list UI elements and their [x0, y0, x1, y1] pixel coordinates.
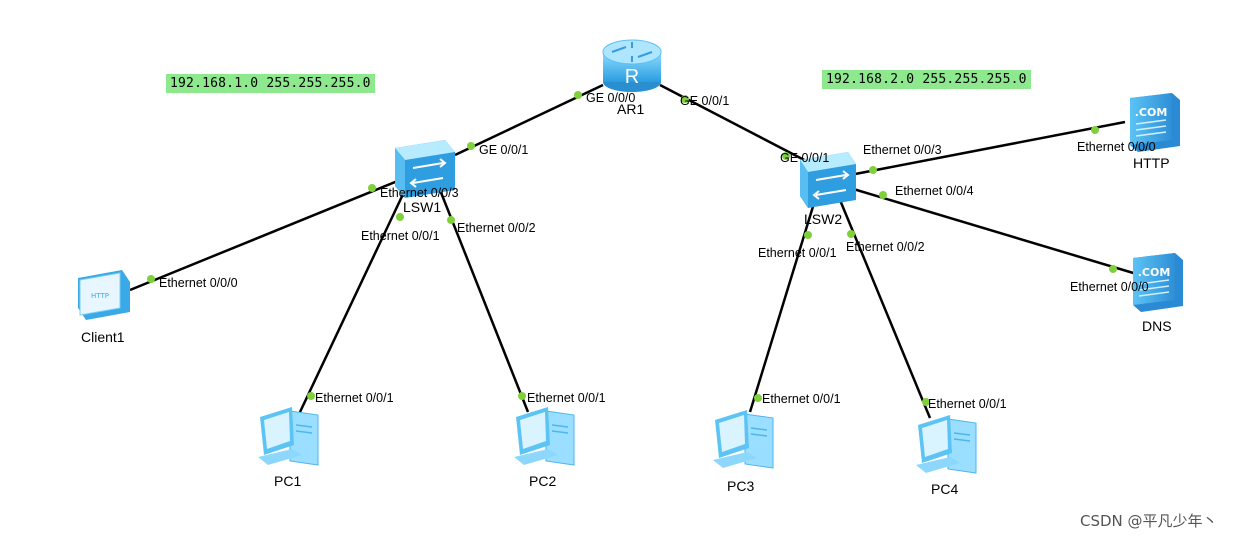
port-label: Ethernet 0/0/1: [315, 391, 394, 405]
svg-text:R: R: [625, 66, 639, 88]
switch-icon[interactable]: [800, 152, 856, 208]
network-label-left: 192.168.1.0 255.255.255.0: [166, 74, 375, 93]
server-icon[interactable]: .COM: [1130, 93, 1180, 152]
watermark: CSDN @平凡少年丶: [1080, 512, 1218, 530]
port-label: Ethernet 0/0/0: [159, 276, 238, 290]
port-label: Ethernet 0/0/1: [758, 246, 837, 260]
link-lsw1-pc2: [438, 189, 530, 413]
port-dot: [467, 142, 475, 150]
link-lsw2-pc4: [838, 199, 932, 419]
device-label-pc1: PC1: [274, 473, 302, 489]
port-label: GE 0/0/1: [680, 94, 730, 108]
pc-icon[interactable]: [713, 410, 774, 469]
port-label: GE 0/0/1: [479, 143, 529, 157]
server-icon[interactable]: .COM: [1133, 253, 1183, 312]
device-label-pc4: PC4: [931, 481, 959, 497]
device-label-client1: Client1: [81, 329, 125, 345]
port-label: Ethernet 0/0/1: [527, 391, 606, 405]
svg-text:.COM: .COM: [1135, 106, 1168, 119]
link-lsw2-dns: [849, 186, 1141, 277]
port-dot: [782, 152, 790, 160]
port-label: Ethernet 0/0/1: [762, 392, 841, 406]
device-label-lsw2: LSW2: [804, 211, 843, 227]
port-label: Ethernet 0/0/2: [457, 221, 536, 235]
link-lsw1-pc1: [298, 189, 407, 413]
pc-icon[interactable]: [514, 407, 575, 466]
network-label-right: 192.168.2.0 255.255.255.0: [822, 70, 1031, 89]
port-dot: [1091, 126, 1099, 134]
device-label-lsw1: LSW1: [403, 199, 442, 215]
port-dot: [574, 91, 582, 99]
port-dot: [681, 95, 689, 103]
port-label: Ethernet 0/0/0: [1070, 280, 1149, 294]
router-icon[interactable]: R: [602, 39, 662, 92]
port-dot: [447, 216, 455, 224]
port-dot: [869, 166, 877, 174]
port-dot: [147, 275, 155, 283]
port-dot: [396, 213, 404, 221]
link-lsw1-client1: [129, 176, 406, 292]
port-dot: [307, 392, 315, 400]
port-label: Ethernet 0/0/3: [863, 143, 942, 157]
port-dot: [518, 392, 526, 400]
svg-text:HTTP: HTTP: [91, 292, 109, 300]
client-icon[interactable]: HTTP: [78, 270, 130, 320]
port-label: Ethernet 0/0/3: [380, 186, 459, 200]
port-dot: [804, 231, 812, 239]
link-lsw2-pc3: [748, 199, 817, 413]
link-lsw2-http: [849, 120, 1126, 177]
device-label-pc3: PC3: [727, 478, 755, 494]
port-dot: [922, 398, 930, 406]
port-label: GE 0/0/0: [586, 91, 636, 105]
port-label: Ethernet 0/0/1: [361, 229, 440, 243]
port-dot: [754, 394, 762, 402]
device-label-http: HTTP: [1133, 155, 1170, 171]
device-label-ar1: AR1: [617, 101, 645, 117]
port-label: Ethernet 0/0/0: [1077, 140, 1156, 154]
port-label: Ethernet 0/0/1: [928, 397, 1007, 411]
pc-icon[interactable]: [258, 407, 319, 466]
port-label: Ethernet 0/0/2: [846, 240, 925, 254]
port-dot: [879, 191, 887, 199]
port-label: Ethernet 0/0/4: [895, 184, 974, 198]
device-label-dns: DNS: [1142, 318, 1172, 334]
port-dot: [847, 230, 855, 238]
port-label: GE 0/0/1: [780, 151, 830, 165]
port-dot: [1109, 265, 1117, 273]
switch-icon[interactable]: [395, 140, 455, 198]
port-dot: [368, 184, 376, 192]
svg-text:.COM: .COM: [1138, 266, 1171, 279]
device-label-pc2: PC2: [529, 473, 557, 489]
pc-icon[interactable]: [916, 415, 977, 474]
